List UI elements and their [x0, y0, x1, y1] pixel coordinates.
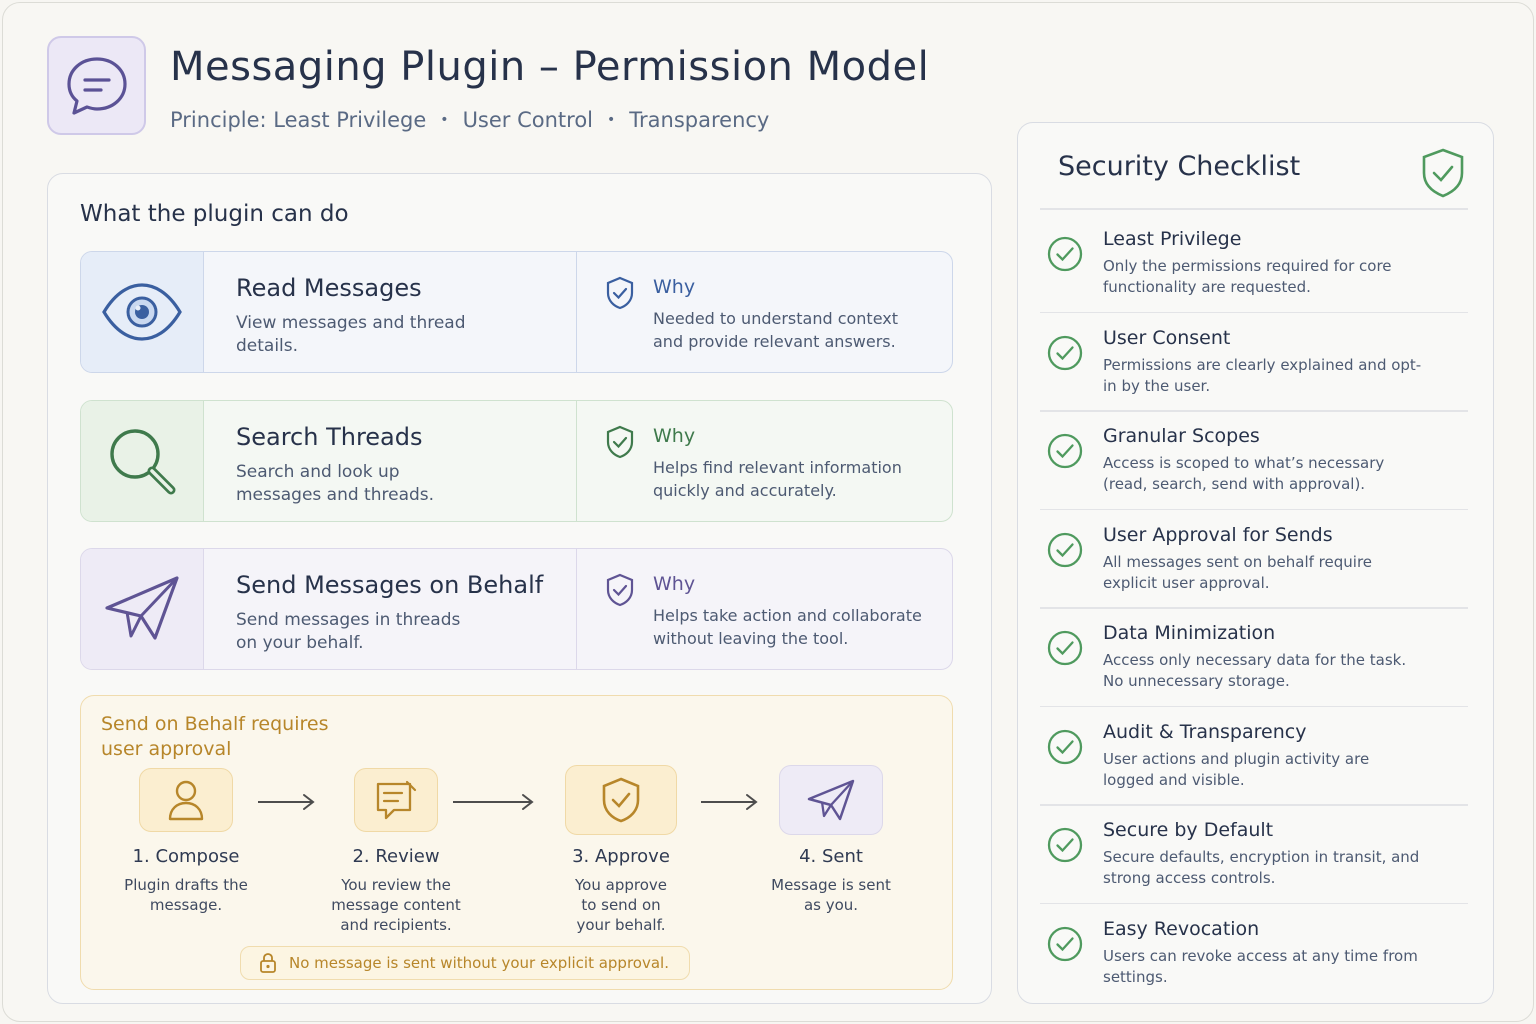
separator-dot: • [607, 112, 616, 128]
capability-desc: Search and look up messages and threads. [236, 462, 435, 505]
checklist-title: Security Checklist [1058, 151, 1301, 182]
capability-card-send: Send Messages on Behalf Send messages in… [80, 548, 953, 670]
checklist-item-title: Data Minimization [1103, 622, 1276, 644]
principles-subtitle: Principle: Least Privilege • User Contro… [170, 108, 769, 132]
divider [1040, 508, 1468, 510]
user-icon [139, 768, 233, 832]
capability-title: Read Messages [236, 274, 422, 302]
checklist-item-desc: All messages sent on behalf require expl… [1103, 552, 1373, 592]
arrow-right-icon [701, 794, 758, 810]
review-icon [354, 768, 438, 832]
arrow-right-icon [453, 794, 534, 810]
divider [1040, 208, 1468, 210]
approval-note-text: No message is sent without your explicit… [289, 954, 669, 972]
why-text: Needed to understand context and provide… [653, 309, 899, 351]
checklist-item-desc: Access is scoped to what’s necessary (re… [1103, 454, 1385, 493]
step-label: 3. Approve [572, 846, 670, 867]
checklist-item-desc: Secure defaults, encryption in transit, … [1103, 848, 1420, 887]
arrow-right-icon [258, 794, 315, 810]
capability-card-read: Read Messages View messages and thread d… [80, 251, 953, 373]
checklist-item-desc: Access only necessary data for the task.… [1103, 651, 1407, 690]
checklist-item-desc: Permissions are clearly explained and op… [1103, 355, 1422, 395]
capabilities-panel: What the plugin can do Read Messages Vie… [47, 173, 992, 1004]
check-circle-icon [1047, 532, 1083, 567]
check-circle-icon [1047, 433, 1083, 469]
separator-dot: • [440, 112, 449, 128]
paper-plane-icon [81, 549, 204, 669]
approval-title: Send on Behalf requires user approval [101, 713, 329, 760]
check-circle-icon [1047, 335, 1083, 370]
divider [1040, 410, 1468, 412]
why-label: Why [653, 573, 696, 595]
checklist-item-desc: Only the permissions required for core f… [1103, 257, 1392, 296]
capability-title: Search Threads [236, 423, 423, 451]
approval-flow: Send on Behalf requires user approval 1.… [80, 695, 953, 990]
checklist-item-title: User Consent [1103, 326, 1231, 349]
checklist-item-title: User Approval for Sends [1103, 523, 1333, 546]
principle-user-control: User Control [462, 108, 594, 132]
checklist-item-title: Audit & Transparency [1103, 720, 1307, 743]
magnifier-icon [81, 401, 204, 521]
divider [1040, 607, 1468, 609]
capability-card-search: Search Threads Search and look up messag… [80, 400, 953, 522]
step-desc: You review the message content and recip… [331, 876, 461, 934]
page-title: Messaging Plugin – Permission Model [170, 44, 930, 90]
checklist-item-title: Easy Revocation [1103, 917, 1260, 940]
shield-check-icon [565, 765, 677, 835]
capability-title: Send Messages on Behalf [236, 571, 544, 599]
step-label: 4. Sent [799, 846, 863, 867]
capabilities-heading: What the plugin can do [80, 201, 349, 227]
step-review: 2. Review You review the message content… [316, 768, 476, 935]
step-desc: You approve to send on your behalf. [575, 876, 667, 934]
step-desc: Plugin drafts the message. [124, 876, 248, 914]
divider [1040, 311, 1468, 313]
step-label: 1. Compose [132, 846, 240, 867]
checklist-item-desc: Users can revoke access at any time from… [1103, 946, 1418, 986]
why-text: Helps take action and collaborate withou… [653, 606, 922, 648]
checklist-item-title: Granular Scopes [1103, 425, 1260, 447]
approval-note: No message is sent without your explicit… [240, 946, 690, 980]
shield-check-icon [606, 573, 634, 607]
capability-desc: Send messages in threads on your behalf. [236, 610, 461, 653]
check-circle-icon [1047, 926, 1083, 961]
step-desc: Message is sent as you. [771, 876, 891, 914]
check-circle-icon [1047, 827, 1083, 863]
checklist-item-title: Secure by Default [1103, 819, 1274, 841]
chat-bubble-icon [47, 36, 146, 135]
check-circle-icon [1047, 236, 1083, 272]
divider [1040, 705, 1468, 707]
capability-desc: View messages and thread details. [236, 313, 466, 356]
checklist-item-desc: User actions and plugin activity are log… [1103, 749, 1370, 789]
principle-transparency: Transparency [629, 108, 770, 132]
check-circle-icon [1047, 729, 1083, 764]
step-label: 2. Review [352, 846, 440, 867]
divider [1040, 804, 1468, 806]
shield-check-icon [1422, 148, 1464, 198]
shield-check-icon [606, 276, 634, 310]
step-sent: 4. Sent Message is sent as you. [756, 765, 906, 915]
eye-icon [81, 252, 204, 372]
why-label: Why [653, 276, 696, 298]
lock-icon [260, 953, 276, 973]
check-circle-icon [1047, 630, 1083, 666]
checklist-item-title: Least Privilege [1103, 228, 1242, 250]
divider [1040, 902, 1468, 904]
principle-least-privilege: Principle: Least Privilege [170, 108, 427, 132]
shield-check-icon [606, 425, 634, 459]
step-approve: 3. Approve You approve to send on your b… [546, 765, 696, 935]
step-compose: 1. Compose Plugin drafts the message. [101, 768, 271, 915]
paper-plane-icon [779, 765, 883, 835]
why-text: Helps find relevant information quickly … [653, 458, 902, 500]
why-label: Why [653, 425, 696, 447]
